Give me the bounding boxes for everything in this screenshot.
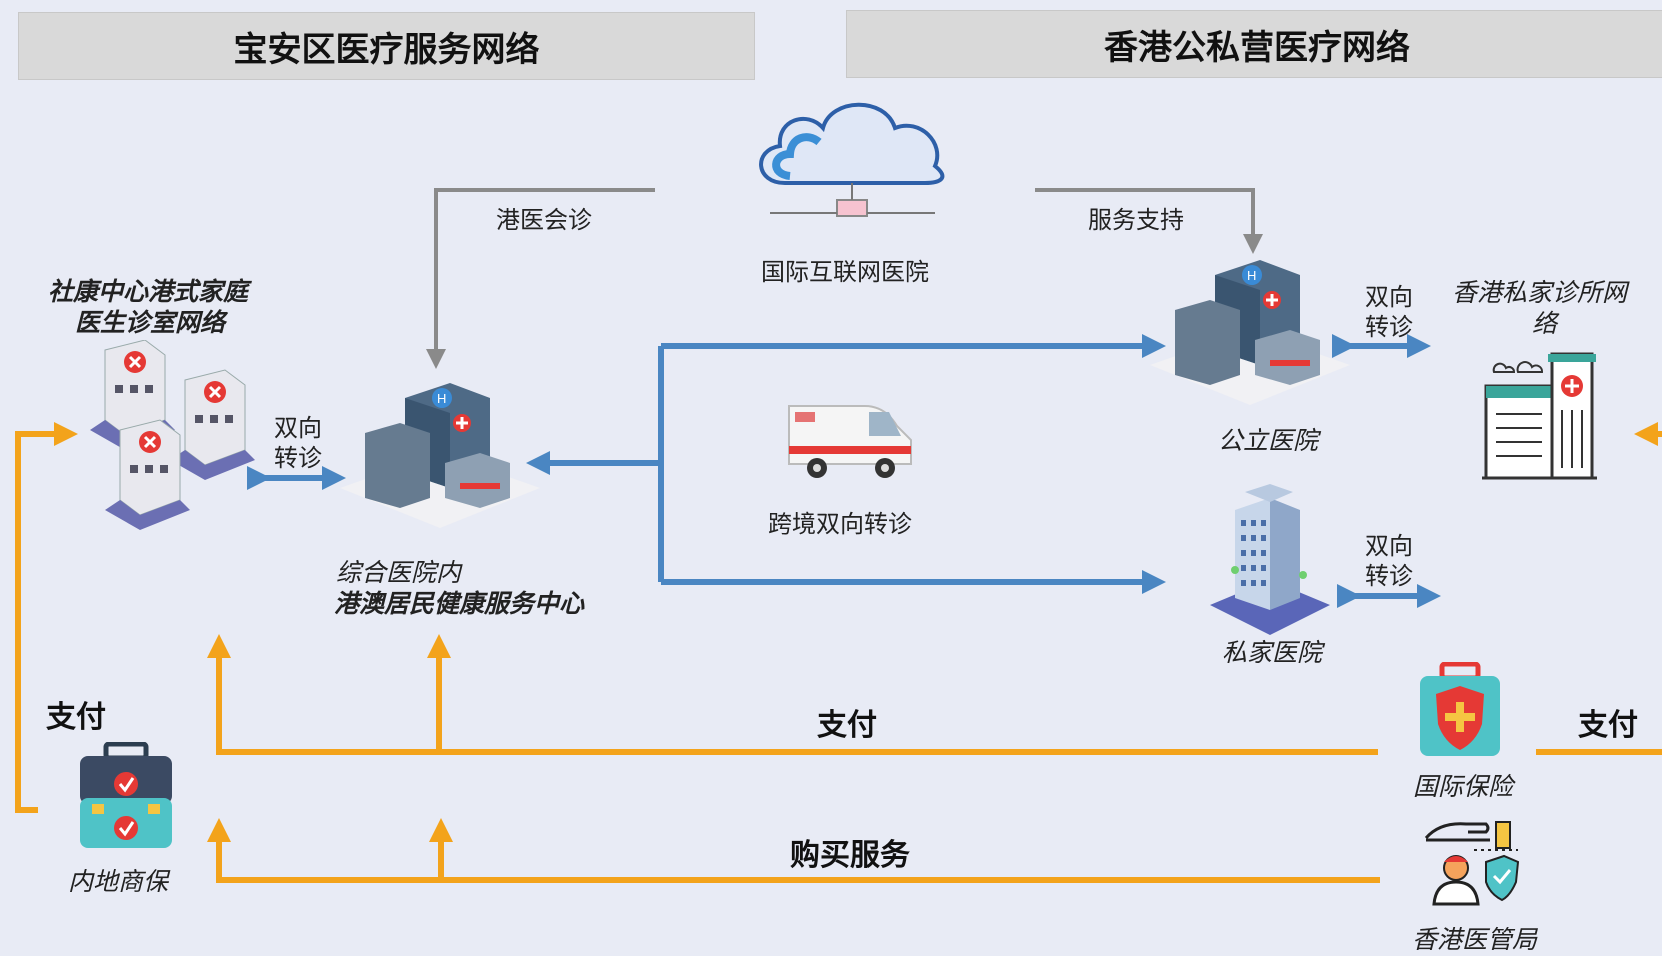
ambulance-icon [788,405,912,478]
pay-left-line [15,422,78,813]
community-network-label-1: 社康中心港式家庭 [48,277,249,306]
header-baoan: 宝安区医疗服务网络 [18,12,755,80]
svg-text:H: H [1247,268,1256,283]
service-support-line [1035,188,1263,254]
svg-text:H: H [437,391,446,406]
private-hospital-label: 私家医院 [1222,638,1323,667]
mainland-insurance-icon [80,742,172,848]
general-hospital-icon: H [340,383,540,528]
intl-insurance-label: 国际保险 [1413,772,1514,801]
private-hospital-icon [1210,484,1330,635]
hk-consult-label: 港医会诊 [496,206,592,234]
intl-insurance-icon [1420,662,1500,756]
pay-mid-line [207,634,1378,755]
referral-public-label-2: 转诊 [1365,313,1413,341]
community-clinic-icon [90,340,255,530]
hk-authority-icon [1424,821,1520,906]
buy-line [207,818,1380,883]
hk-consult-line [426,188,655,369]
public-hospital-label: 公立医院 [1218,426,1319,455]
pay-right-label: 支付 [1578,708,1638,743]
hk-clinic-label-1: 香港私家诊所网 [1452,278,1628,307]
referral-private-label-1: 双向 [1365,532,1413,560]
referral-private-label-2: 转诊 [1365,562,1413,590]
clinic-building-icon [1482,352,1597,480]
referral-left-label-1: 双向 [274,414,322,442]
internet-hospital-label: 国际互联网医院 [761,258,929,286]
buy-service-label: 购买服务 [790,838,910,873]
mainland-insurance-label: 内地商保 [68,867,169,896]
service-support-label: 服务支持 [1088,206,1184,234]
community-network-label-2: 医生诊室网络 [75,308,226,337]
general-hospital-label-2: 港澳居民健康服务中心 [334,589,585,618]
cloud-icon [759,102,945,217]
public-hospital-icon: H [1150,260,1350,405]
referral-public-label-1: 双向 [1365,283,1413,311]
general-hospital-label-1: 综合医院内 [336,558,462,587]
pay-left-label: 支付 [46,700,106,735]
pay-mid-label: 支付 [817,708,877,743]
header-hongkong: 香港公私营医疗网络 [846,10,1662,78]
referral-left-label-2: 转诊 [274,444,322,472]
hk-clinic-label-2: 络 [1532,309,1558,338]
hk-authority-label: 香港医管局 [1412,925,1538,954]
ambulance-label: 跨境双向转诊 [768,510,912,538]
